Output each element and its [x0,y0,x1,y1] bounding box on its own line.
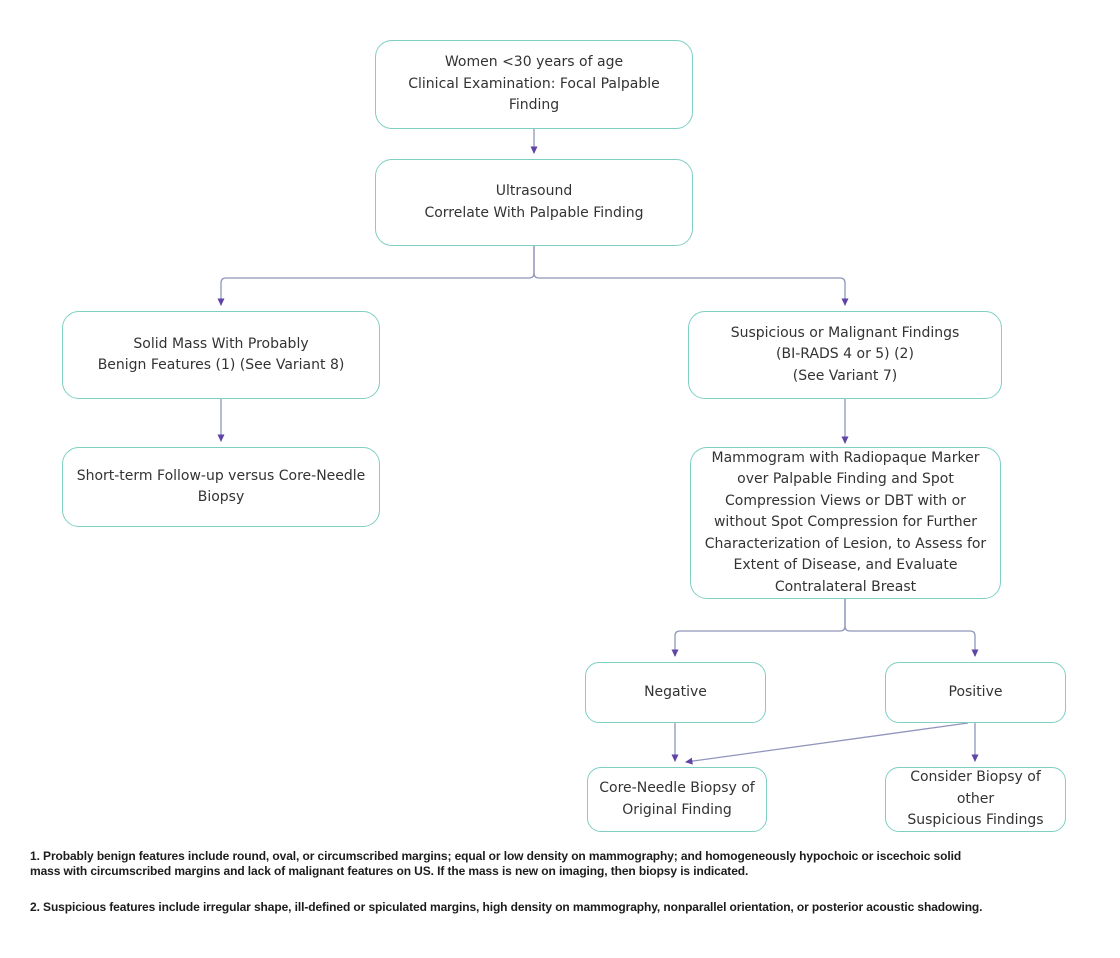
node-positive: Positive [885,662,1066,723]
footnote-2: 2. Suspicious features include irregular… [30,900,983,914]
footnotes: 1. Probably benign features include roun… [30,849,1096,915]
node-ultrasound: Ultrasound Correlate With Palpable Findi… [375,159,693,246]
node-negative: Negative [585,662,766,723]
edge-positive-core-biopsy [685,722,969,765]
node-start: Women <30 years of age Clinical Examinat… [375,40,693,129]
edge-mammogram-negative [671,599,846,657]
node-short-term-followup: Short-term Follow-up versus Core-Needle … [62,447,380,527]
node-consider-biopsy: Consider Biopsy of other Suspicious Find… [885,767,1066,832]
footnote-1: 1. Probably benign features include roun… [30,849,962,878]
edge-ultrasound-solid-mass [217,246,535,306]
node-core-needle-biopsy: Core-Needle Biopsy of Original Finding [587,767,767,832]
node-suspicious-findings: Suspicious or Malignant Findings (BI-RAD… [688,311,1002,399]
edge-mammogram-positive [844,599,979,657]
node-mammogram: Mammogram with Radiopaque Marker over Pa… [690,447,1001,599]
node-solid-mass: Solid Mass With Probably Benign Features… [62,311,380,399]
edge-ultrasound-suspicious [533,246,849,306]
